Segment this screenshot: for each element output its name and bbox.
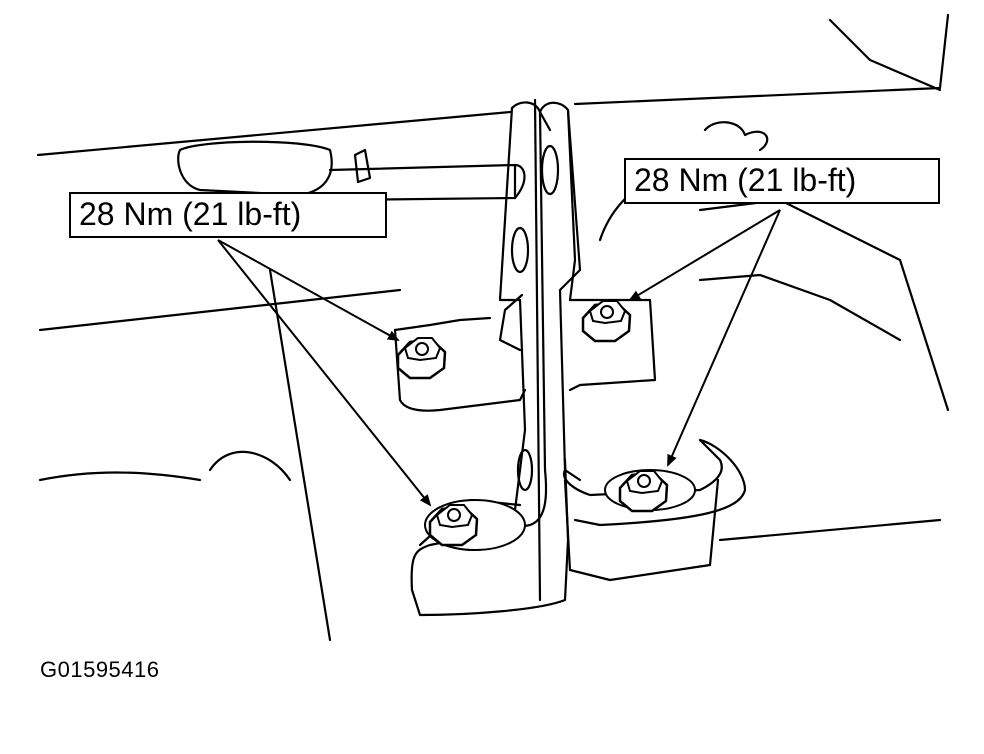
torque-callout-right: 28 Nm (21 lb-ft) xyxy=(624,158,940,204)
leader-arrow-left-upper xyxy=(217,239,400,341)
torque-callout-right-text: 28 Nm (21 lb-ft) xyxy=(634,162,857,198)
leader-arrow-right-lower xyxy=(667,209,781,467)
leader-arrow-left-lower xyxy=(217,239,432,507)
figure-id-label: G01595416 xyxy=(40,657,160,682)
torque-callout-left: 28 Nm (21 lb-ft) xyxy=(69,192,387,238)
hinge-pin xyxy=(533,98,542,602)
nut-lower-right xyxy=(604,469,696,513)
leader-arrow-right-upper xyxy=(628,209,781,302)
nut-lower-left xyxy=(424,499,526,551)
nut-upper-left xyxy=(396,337,447,380)
body-panel-outline xyxy=(36,13,950,642)
right-hinge-bracket xyxy=(538,101,747,582)
nut-upper-right xyxy=(581,300,632,343)
torque-callout-left-text: 28 Nm (21 lb-ft) xyxy=(79,196,302,232)
